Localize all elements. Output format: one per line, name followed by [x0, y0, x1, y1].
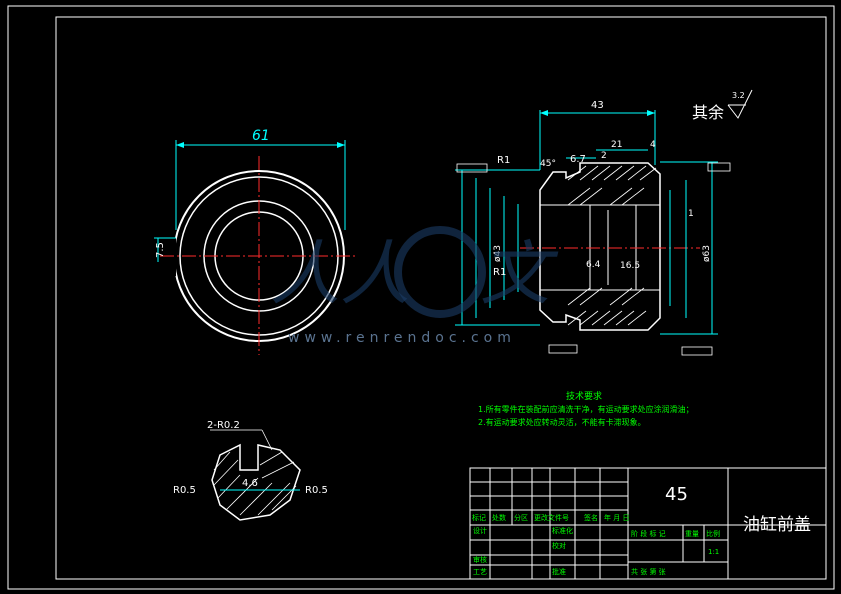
material: 45	[665, 484, 688, 505]
dim-43-dia: ø43	[493, 245, 503, 262]
detail-chamfer: 2-R0.2	[207, 420, 240, 431]
row-process: 工艺	[473, 568, 487, 576]
title-block	[469, 467, 827, 580]
surface-finish-icon	[727, 89, 753, 119]
dim-16-5: 16.5	[620, 261, 640, 271]
dim-63-dia: ø63	[702, 245, 712, 262]
dim-4: 4	[650, 140, 656, 150]
dim-6-7: 6.7	[570, 154, 586, 165]
outer-border	[7, 5, 835, 590]
header-cell: 年 月 日	[604, 513, 629, 522]
front-dim-offset: 7.5	[155, 242, 166, 258]
row-review: 审核	[473, 555, 487, 564]
header-cell: 签名	[584, 513, 598, 522]
inner-border	[55, 16, 827, 580]
part-name: 油缸前盖	[743, 514, 811, 535]
sheet-label: 共 张 第 张	[631, 567, 666, 576]
dim-1: 1	[688, 209, 694, 219]
header-cell: 标记	[472, 513, 486, 522]
detail-width: 4.6	[242, 478, 258, 489]
svg-text:人人: 人人	[270, 233, 410, 315]
title-block-header-row: 标记 处数 分区 更改文件号 签名 年 月 日	[472, 513, 629, 522]
header-cell: 分区	[514, 513, 528, 522]
detail-view: 2-R0.2 R0.5 R0.5 4.6	[173, 420, 328, 521]
detail-r-right: R0.5	[305, 485, 328, 496]
dim-r1-mid: R1	[493, 267, 506, 278]
row-check: 校对	[552, 541, 566, 550]
weight-label: 重量	[685, 530, 699, 538]
scale-value: 1:1	[708, 548, 719, 556]
row-design: 设计	[473, 526, 487, 535]
dim-21: 21	[611, 140, 622, 150]
header-cell: 处数	[492, 513, 506, 522]
svg-text:文: 文	[480, 233, 559, 315]
dim-2: 2	[601, 151, 607, 161]
tech-line-1: 1.所有零件在装配前应清洗干净，有运动要求处应涂润滑油；	[478, 404, 694, 414]
row-approve: 批准	[552, 567, 566, 576]
row-standard: 标准化	[552, 526, 573, 535]
header-cell: 更改文件号	[534, 513, 569, 522]
front-dim-diameter: 61	[252, 128, 270, 144]
dim-r1-top: R1	[497, 155, 510, 166]
watermark-url: www.renrendoc.com	[288, 330, 516, 346]
section-view: 43 21 4 2 6.7 45° R1 R1 6.4 16.5 1 ø43 ø…	[455, 89, 753, 356]
dim-length: 43	[591, 100, 604, 111]
tech-line-2: 2.有运动要求处应转动灵活，不能有卡滞现象。	[478, 417, 646, 427]
watermark-logo-icon: 人人 文	[270, 226, 559, 318]
surface-note: 其余	[692, 103, 724, 122]
surface-value: 3.2	[732, 91, 745, 100]
detail-r-left: R0.5	[173, 485, 196, 496]
dim-6-4: 6.4	[586, 260, 601, 270]
tech-title: 技术要求	[566, 390, 602, 402]
scale-label: 比例	[706, 529, 720, 538]
dim-45deg: 45°	[540, 159, 556, 169]
tech-requirements: 技术要求 1.所有零件在装配前应清洗干净，有运动要求处应涂润滑油； 2.有运动要…	[478, 390, 694, 427]
stage-label: 阶 段 标 记	[631, 529, 666, 538]
front-view: 61 7.5	[154, 128, 358, 355]
